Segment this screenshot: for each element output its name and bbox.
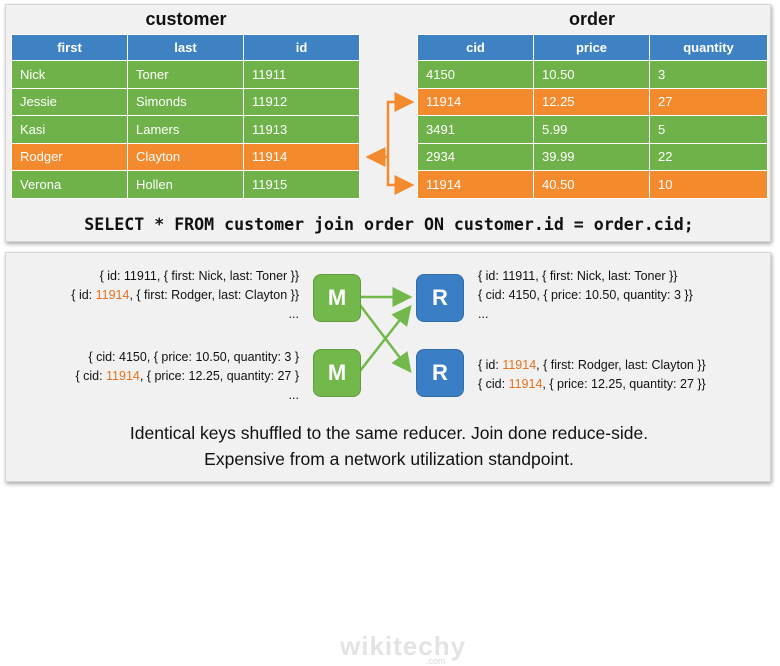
caption-line-2: Expensive from a network utilization sta… xyxy=(204,449,574,469)
customer-cell-first: Rodger xyxy=(11,142,128,171)
customer-cell-first: Kasi xyxy=(11,115,128,144)
mapreduce-panel: { id: 11911, { first: Nick, last: Toner … xyxy=(5,252,771,666)
column-header: cid xyxy=(417,34,534,61)
order-cell-quantity: 5 xyxy=(649,115,768,144)
column-header: price xyxy=(533,34,650,61)
match-arrow xyxy=(386,92,415,157)
order-cell-cid: 4150 xyxy=(417,60,534,89)
sql-join-query: SELECT * FROM customer join order ON cus… xyxy=(84,215,694,234)
watermark-logo: wikitechy xyxy=(340,631,467,661)
ellipsis: ... xyxy=(478,307,489,321)
record-line: { id: 11914, { first: Rodger, last: Clay… xyxy=(478,358,706,372)
mapper1-records: { id: 11911, { first: Nick, last: Toner … xyxy=(71,267,299,324)
record-line: { cid: 4150, { price: 10.50, quantity: 3… xyxy=(478,288,693,302)
customer-cell-last: Toner xyxy=(127,60,244,89)
customer-table-title: customer xyxy=(145,9,227,29)
ellipsis: ... xyxy=(288,388,299,402)
reducer-2-box: R xyxy=(416,349,464,397)
customer-cell-last: Simonds xyxy=(127,87,244,116)
reducer1-records: { id: 11911, { first: Nick, last: Toner … xyxy=(478,267,693,324)
customer-header-row: first last id xyxy=(11,34,360,61)
order-cell-price: 10.50 xyxy=(533,60,650,89)
join-key: 11914 xyxy=(508,377,543,391)
column-header: last xyxy=(127,34,244,61)
order-cell-price: 40.50 xyxy=(533,170,650,199)
customer-cell-last: Lamers xyxy=(127,115,244,144)
join-key: 11914 xyxy=(95,288,130,302)
order-cell-quantity: 27 xyxy=(649,87,768,116)
reducer-1-box: R xyxy=(416,274,464,322)
customer-cell-id: 11914 xyxy=(243,142,360,171)
order-cell-price: 12.25 xyxy=(533,87,650,116)
order-cell-cid: 11914 xyxy=(417,170,534,199)
watermark-domain: .com xyxy=(426,656,446,666)
shuffle-arrows xyxy=(359,287,413,373)
order-cell-price: 39.99 xyxy=(533,142,650,171)
customer-cell-id: 11911 xyxy=(243,60,360,89)
caption-line-1: Identical keys shuffled to the same redu… xyxy=(129,423,649,443)
record-line: { id: 11911, { first: Nick, last: Toner … xyxy=(99,269,299,283)
customer-cell-first: Jessie xyxy=(11,87,128,116)
join-match-arrows xyxy=(365,92,415,195)
record-line: { id: 11911, { first: Nick, last: Toner … xyxy=(478,269,678,283)
column-header: first xyxy=(11,34,128,61)
match-arrow xyxy=(386,157,415,195)
record-line: { cid: 11914, { price: 12.25, quantity: … xyxy=(75,369,299,383)
mapper-2-box: M xyxy=(313,349,361,397)
order-cell-quantity: 22 xyxy=(649,142,768,171)
ellipsis: ... xyxy=(288,307,299,321)
column-header: id xyxy=(243,34,360,61)
customer-cell-id: 11913 xyxy=(243,115,360,144)
record-line: { cid: 4150, { price: 10.50, quantity: 3… xyxy=(88,350,299,364)
record-line: { cid: 11914, { price: 12.25, quantity: … xyxy=(478,377,706,391)
shuffle-arrow xyxy=(359,305,412,372)
order-cell-cid: 3491 xyxy=(417,115,534,144)
customer-cell-last: Clayton xyxy=(127,142,244,171)
order-cell-quantity: 10 xyxy=(649,170,768,199)
customer-cell-first: Verona xyxy=(11,170,128,199)
column-header: quantity xyxy=(649,34,768,61)
mapper-1-box: M xyxy=(313,274,361,322)
customer-cell-last: Hollen xyxy=(127,170,244,199)
order-table-title: order xyxy=(568,9,615,29)
order-cell-quantity: 3 xyxy=(649,60,768,89)
join-key: 11914 xyxy=(106,369,140,383)
order-cell-price: 5.99 xyxy=(533,115,650,144)
order-header-row: cid price quantity xyxy=(417,34,768,61)
customer-cell-first: Nick xyxy=(11,60,128,89)
join-key: 11914 xyxy=(502,358,537,372)
record-line: { id: 11914, { first: Rodger, last: Clay… xyxy=(71,288,299,302)
mapper2-records: { cid: 4150, { price: 10.50, quantity: 3… xyxy=(75,348,299,405)
reducer2-records: { id: 11914, { first: Rodger, last: Clay… xyxy=(478,356,706,394)
customer-cell-id: 11915 xyxy=(243,170,360,199)
